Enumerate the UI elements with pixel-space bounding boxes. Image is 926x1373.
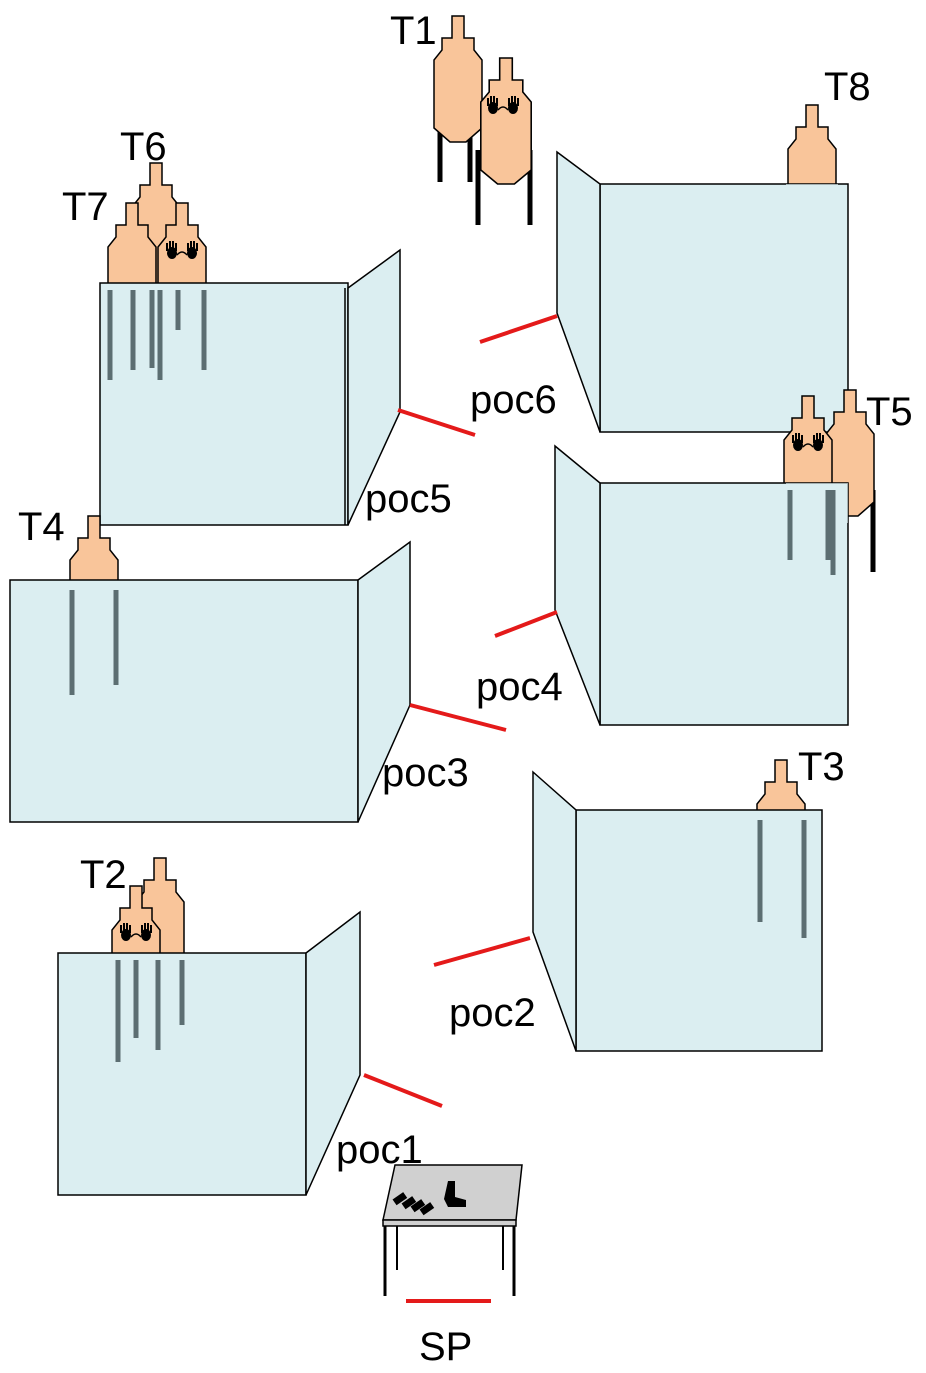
target-t5-legs: [787, 490, 836, 575]
target-t1-group: [433, 15, 533, 225]
wall-middle-left: [9, 540, 411, 823]
target-label-t8: T8: [824, 65, 871, 109]
magazines-icon: [392, 1192, 435, 1216]
wall-upper-left: [99, 248, 401, 526]
poc5-fault-line: [397, 408, 476, 437]
pistol-icon: [444, 1181, 466, 1207]
wall-lower-right: [532, 770, 823, 1052]
poc6-fault-line: [479, 314, 558, 344]
target-label-t4: T4: [18, 505, 65, 549]
target-label-t6: T6: [120, 125, 167, 169]
target-label-t5: T5: [866, 390, 913, 434]
wall-lower-left: [57, 910, 361, 1196]
target-t6-t7-legs: [107, 290, 207, 380]
poc5-label: poc5: [365, 477, 452, 521]
target-label-t2: T2: [80, 853, 127, 897]
target-t2-legs: [115, 960, 185, 1062]
poc2-label: poc2: [449, 991, 536, 1035]
poc3-fault-line: [409, 703, 507, 732]
start-position-label: SP: [419, 1325, 472, 1369]
target-t4-legs: [69, 590, 119, 695]
poc1-fault-line: [363, 1073, 443, 1108]
wall-middle-right: [554, 444, 849, 726]
target-label-t3: T3: [798, 745, 845, 789]
poc4-fault-line: [494, 610, 558, 638]
poc4-label: poc4: [476, 665, 563, 709]
poc6-label: poc6: [470, 378, 557, 422]
target-label-t7: T7: [62, 185, 109, 229]
target-t5-group: [783, 389, 876, 572]
target-t3-legs: [757, 820, 807, 938]
poc2-fault-line: [433, 936, 531, 967]
target-label-t1: T1: [390, 9, 437, 53]
poc3-label: poc3: [382, 751, 469, 795]
